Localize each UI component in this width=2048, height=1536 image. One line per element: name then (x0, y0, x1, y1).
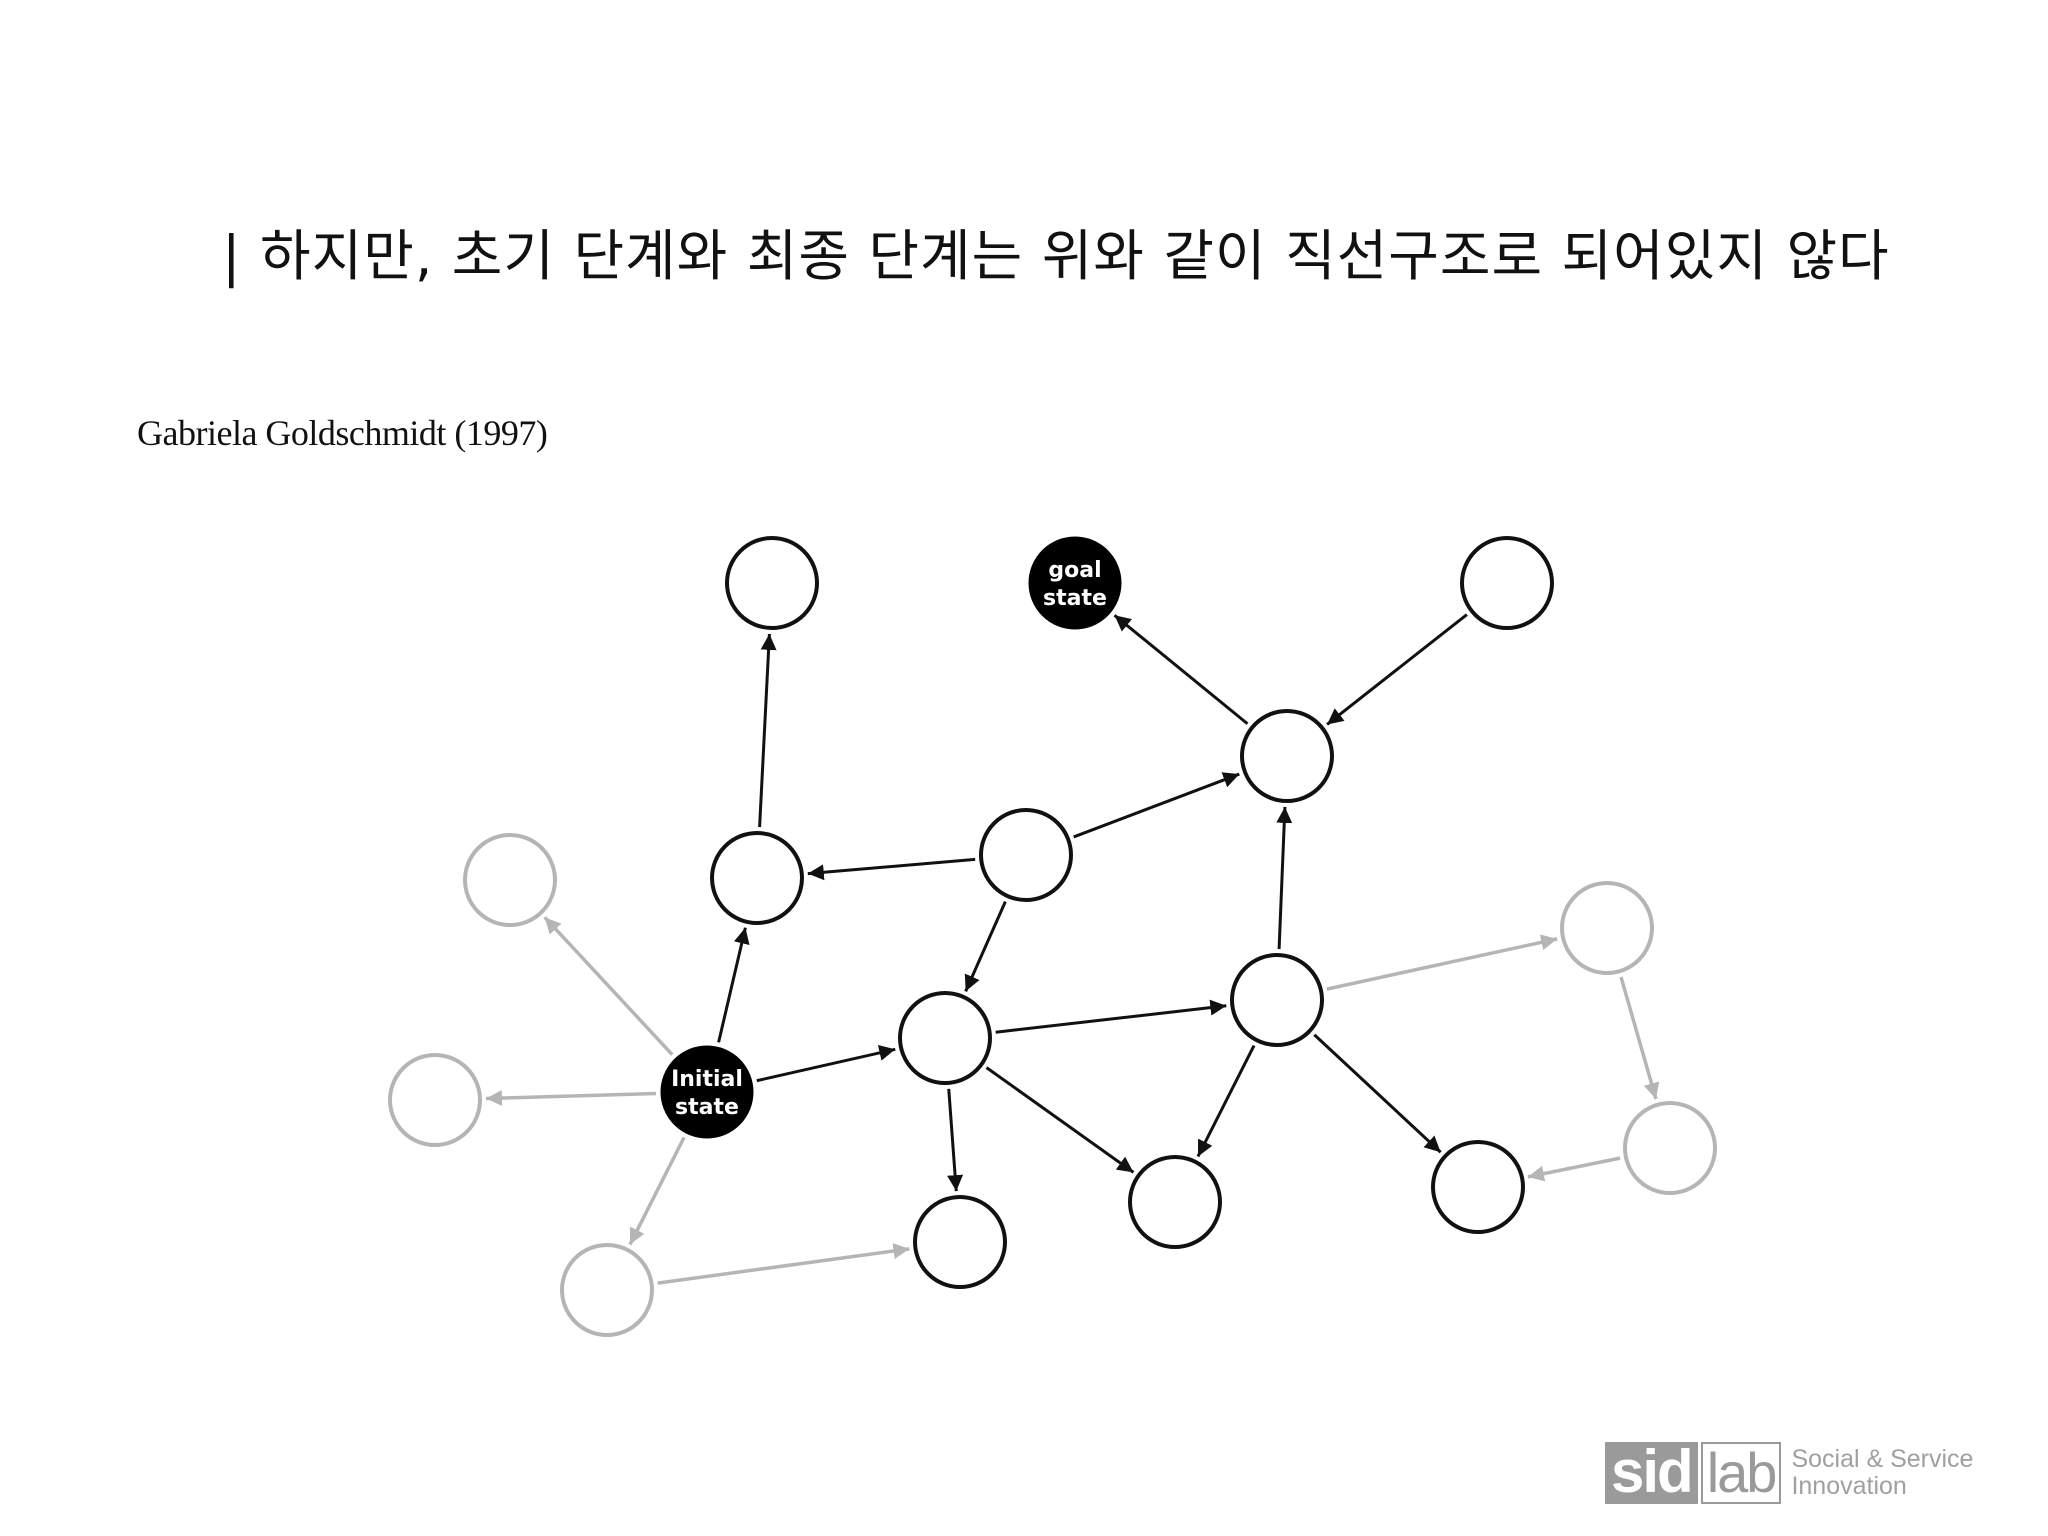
node-n-bottom-center (1128, 1155, 1222, 1249)
node-circle-n-gray-upper-left (463, 833, 557, 927)
edge-n-right-center-to-n-bottom-center (1196, 1044, 1256, 1158)
edge-n-middle-to-n-center (964, 901, 1007, 992)
node-circle-initial (660, 1045, 754, 1139)
sidlab-logo: sid lab Social & Service Innovation (1605, 1440, 1973, 1506)
node-circle-n-left-middle (710, 831, 804, 925)
logo-mark-lab: lab (1700, 1442, 1782, 1504)
edge-initial-to-n-center (756, 1045, 896, 1083)
edge-initial-to-n-gray-bottom-left (628, 1136, 686, 1246)
edge-n-middle-to-n-upper-right (1073, 772, 1240, 839)
node-circle-n-right-center (1230, 953, 1324, 1047)
node-label-initial-line2: state (675, 1095, 739, 1120)
node-circle-n-center (898, 991, 992, 1085)
node-label-goal-line2: state (1043, 586, 1107, 611)
node-n-gray-right-top (1560, 881, 1654, 975)
node-label-initial-line1: Initial (671, 1067, 743, 1092)
node-circle-goal (1028, 536, 1122, 630)
node-n-center (898, 991, 992, 1085)
citation: Gabriela Goldschmidt (1997) (137, 413, 548, 453)
node-n-right-center (1230, 953, 1324, 1047)
logo-tagline-line2: Innovation (1791, 1472, 1907, 1500)
node-circle-n-top-left (725, 536, 819, 630)
node-circle-n-upper-right (1240, 709, 1334, 803)
edge-n-gray-right-bottom-to-n-bottom-right (1527, 1156, 1621, 1182)
node-n-gray-upper-left (463, 833, 557, 927)
slide-title: | 하지만, 초기 단계와 최종 단계는 위와 같이 직선구조로 되어있지 않다 (222, 224, 1890, 288)
node-n-top-right (1460, 536, 1554, 630)
edge-n-middle-to-n-left-middle (807, 857, 976, 881)
node-circle-n-bottom-right (1431, 1140, 1525, 1234)
node-n-top-left (725, 536, 819, 630)
node-n-gray-bottom-left (560, 1243, 654, 1337)
edge-n-center-to-n-right-center (995, 999, 1227, 1034)
edge-n-top-right-to-n-upper-right (1326, 613, 1468, 726)
node-circle-n-gray-bottom-left (560, 1243, 654, 1337)
node-circle-n-bottom-center (1128, 1155, 1222, 1249)
node-label-goal-line1: goal (1048, 558, 1101, 583)
edge-initial-to-n-gray-upper-left (543, 916, 674, 1056)
node-n-bottom-center-left (913, 1195, 1007, 1289)
edge-initial-to-n-left-middle (717, 927, 750, 1043)
node-n-bottom-right (1431, 1140, 1525, 1234)
edge-n-left-middle-to-n-top-left (758, 633, 777, 828)
edges-layer (485, 613, 1660, 1285)
node-n-middle (979, 808, 1073, 902)
node-n-gray-left (388, 1053, 482, 1147)
edge-n-right-center-to-n-gray-right-top (1326, 934, 1558, 991)
edge-n-right-center-to-n-upper-right (1276, 806, 1293, 950)
node-circle-n-gray-right-top (1560, 881, 1654, 975)
edge-n-upper-right-to-goal (1113, 614, 1249, 725)
logo-mark-sid: sid (1605, 1442, 1698, 1504)
edge-initial-to-n-gray-left (485, 1090, 657, 1107)
edge-n-right-center-to-n-bottom-right (1313, 1033, 1442, 1154)
node-initial: Initial state (660, 1045, 754, 1139)
node-goal: goal state (1028, 536, 1122, 630)
node-circle-n-bottom-center-left (913, 1195, 1007, 1289)
node-n-upper-right (1240, 709, 1334, 803)
edge-n-gray-bottom-left-to-n-bottom-center-left (657, 1243, 910, 1285)
logo-tagline-line1: Social & Service (1791, 1445, 1974, 1473)
node-n-left-middle (710, 831, 804, 925)
node-n-gray-right-bottom (1623, 1101, 1717, 1195)
logo-tagline: Social & Service Innovation (1791, 1446, 1973, 1500)
node-circle-n-gray-left (388, 1053, 482, 1147)
edge-n-center-to-n-bottom-center (985, 1066, 1135, 1174)
edge-n-gray-right-top-to-n-gray-right-bottom (1619, 976, 1660, 1100)
node-circle-n-top-right (1460, 536, 1554, 630)
edge-n-center-to-n-bottom-center-left (947, 1088, 964, 1192)
node-circle-n-gray-right-bottom (1623, 1101, 1717, 1195)
node-circle-n-middle (979, 808, 1073, 902)
